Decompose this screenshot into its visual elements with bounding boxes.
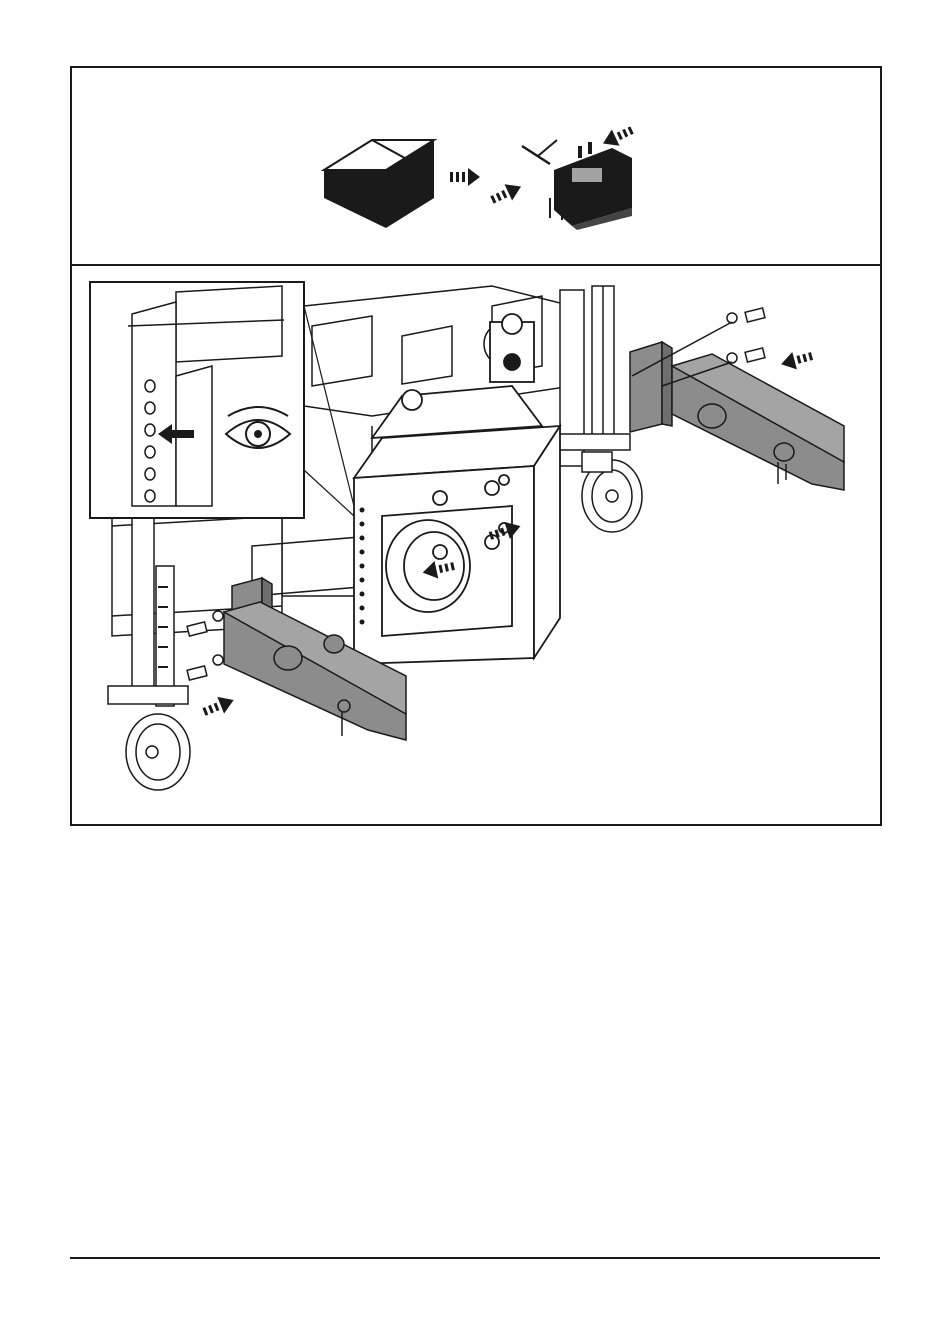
unpack-illustration	[72, 68, 880, 264]
bracket-kit-icon	[488, 122, 636, 230]
mounting-illustration	[72, 266, 880, 824]
box-icon	[324, 140, 434, 228]
mounting-panel	[72, 266, 880, 824]
arrow-right-icon	[450, 168, 480, 186]
detail-inset	[90, 282, 304, 518]
push-arrow-icon-left	[201, 692, 237, 721]
footer-rule	[70, 1257, 880, 1259]
right-bracket	[630, 342, 844, 490]
push-arrow-icon-right	[779, 347, 815, 373]
illustration-frame	[70, 66, 882, 826]
unpack-panel	[72, 68, 880, 266]
